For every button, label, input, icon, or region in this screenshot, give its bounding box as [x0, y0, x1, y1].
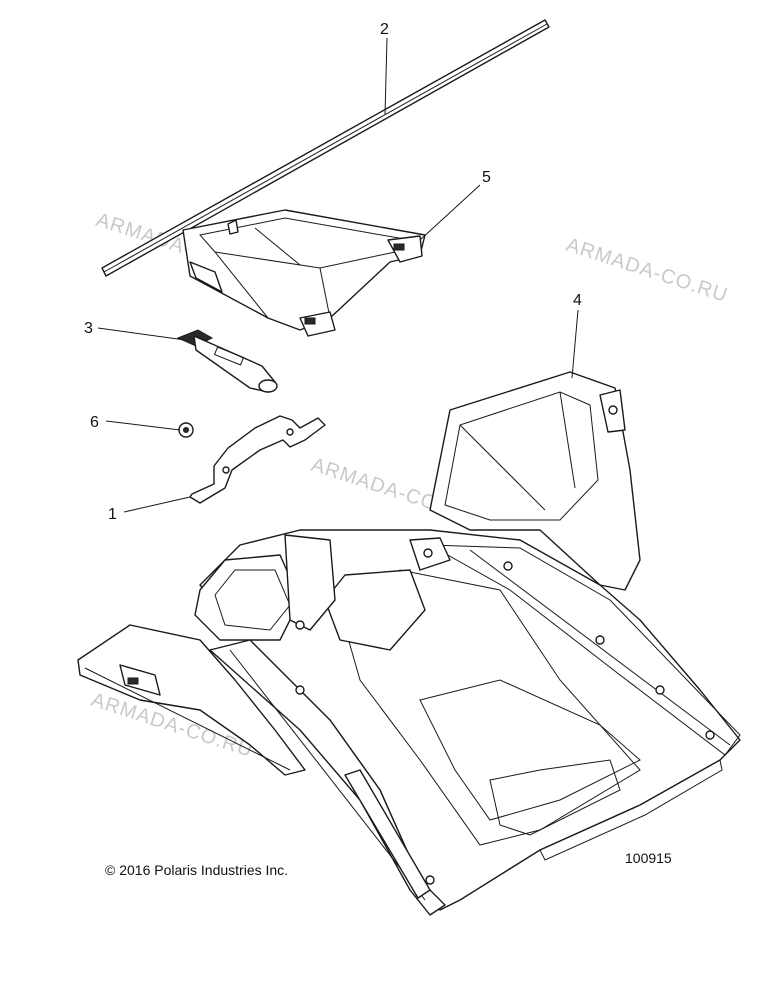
callout-6: 6 [90, 414, 99, 431]
callout-2: 2 [380, 21, 389, 38]
part-6-nut [178, 422, 194, 438]
copyright-text: © 2016 Polaris Industries Inc. [105, 862, 288, 878]
callout-5: 5 [482, 169, 491, 186]
diagram-number: 100915 [625, 850, 672, 866]
part-5-cover-panel [182, 209, 426, 337]
leader-3 [97, 327, 186, 341]
leader-2 [384, 37, 388, 116]
part-3-latch-strap [176, 329, 278, 393]
watermark-2: ARMADA-CO.RU [563, 234, 730, 307]
callout-4: 4 [573, 292, 582, 309]
leader-6 [105, 420, 181, 431]
callout-3: 3 [84, 320, 93, 337]
part-1-bracket [189, 415, 326, 504]
leader-lines [97, 37, 579, 513]
part-4-body-tub [77, 371, 741, 916]
callout-1: 1 [108, 506, 117, 523]
leader-1 [123, 496, 191, 513]
part-2-trim-strip [101, 19, 550, 277]
leader-5 [419, 184, 481, 241]
callouts: 2 5 3 4 6 1 [84, 21, 582, 523]
leader-4 [571, 309, 579, 379]
